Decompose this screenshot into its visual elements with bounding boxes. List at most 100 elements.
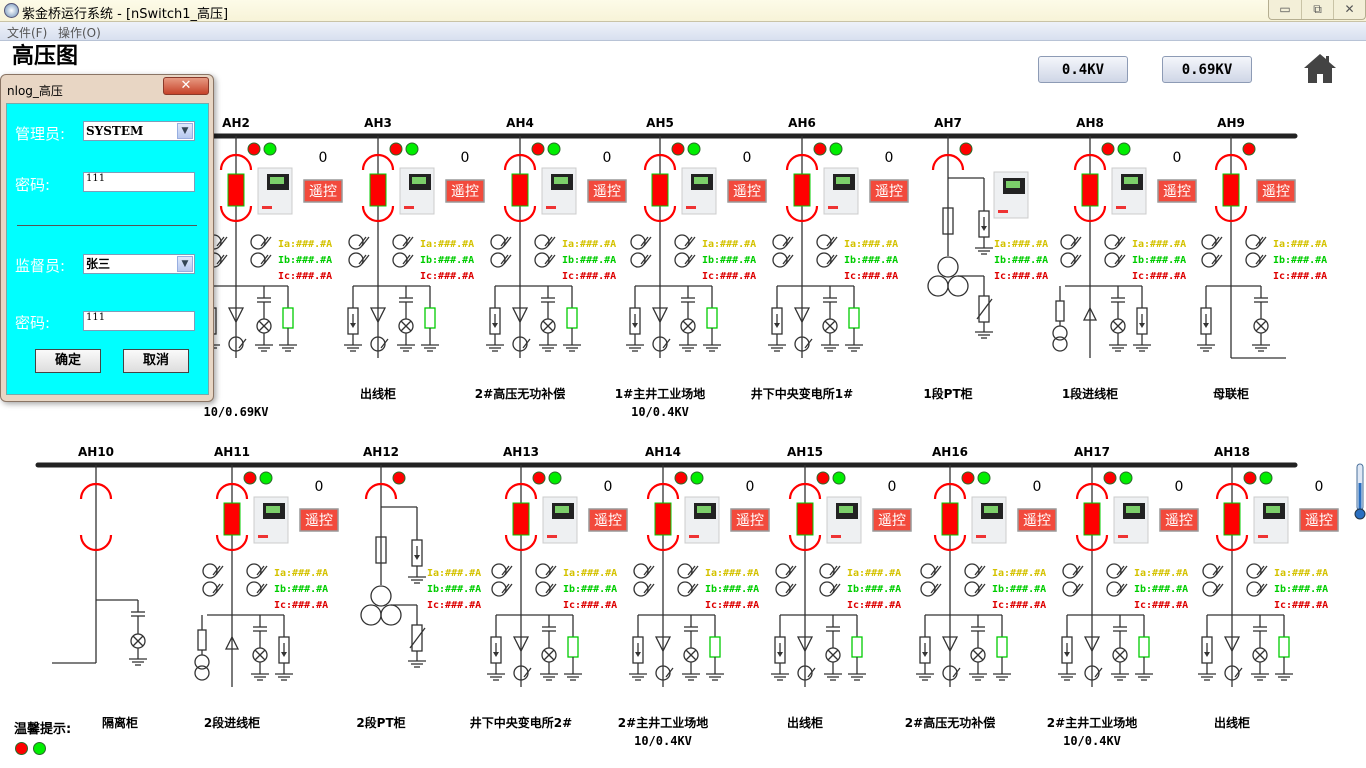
supervisor-password-input[interactable]: 111 — [83, 311, 195, 331]
wire — [1114, 649, 1126, 661]
remote-control-button[interactable]: 遥控 — [1299, 508, 1339, 532]
wire — [263, 236, 272, 247]
remote-button-label[interactable]: 遥控 — [451, 184, 479, 200]
remote-button-label[interactable]: 遥控 — [305, 513, 333, 529]
remote-control-button[interactable]: 遥控 — [1157, 179, 1197, 203]
arrow — [1204, 652, 1210, 657]
remote-control-button[interactable]: 遥控 — [869, 179, 909, 203]
chevron-down-icon[interactable]: ▼ — [177, 123, 193, 139]
remote-button-bg[interactable] — [1157, 179, 1197, 203]
wire — [933, 583, 942, 594]
resistor-icon — [282, 307, 294, 329]
zero-seq-ct-icon — [797, 665, 813, 681]
supervisor-select[interactable]: 张三 ▼ — [83, 254, 195, 274]
cabinet-ah5: AH50遥控Ia:###.#AIb:###.#AIc:###.#A1#主井工业场… — [615, 116, 767, 419]
remote-button-bg[interactable] — [1299, 508, 1339, 532]
kv-0.69-button[interactable]: 0.69KV — [1162, 56, 1252, 83]
ia-reading: Ia:###.#A — [1274, 568, 1328, 579]
remote-button-label[interactable]: 遥控 — [1163, 184, 1191, 200]
protection-relay-icon — [1111, 167, 1147, 215]
menu-file[interactable]: 文件(F) — [7, 26, 48, 40]
wire — [545, 583, 554, 594]
remote-control-button[interactable]: 遥控 — [730, 508, 770, 532]
remote-control-button[interactable]: 遥控 — [587, 179, 627, 203]
ct-circle — [491, 563, 507, 579]
wire — [547, 236, 556, 247]
arrow — [1203, 323, 1209, 328]
remote-button-bg[interactable] — [1159, 508, 1199, 532]
ct-circle — [392, 234, 408, 250]
admin-password-input[interactable]: 111 — [83, 172, 195, 192]
remote-button-label[interactable]: 遥控 — [309, 184, 337, 200]
remote-control-button[interactable]: 遥控 — [1017, 508, 1057, 532]
remote-control-button[interactable]: 遥控 — [1159, 508, 1199, 532]
resistor-icon — [851, 636, 863, 658]
ok-button[interactable]: 确定 — [35, 349, 101, 373]
remote-control-button[interactable]: 遥控 — [299, 508, 339, 532]
breaker-contact-top — [1073, 153, 1107, 171]
breaker-contact-top — [788, 482, 822, 500]
breaker-contact-top — [1215, 482, 1249, 500]
remote-button-bg[interactable] — [1256, 179, 1296, 203]
remote-button-bg[interactable] — [869, 179, 909, 203]
remote-control-button[interactable]: 遥控 — [1256, 179, 1296, 203]
remote-control-button[interactable]: 遥控 — [727, 179, 767, 203]
dialog-close-button[interactable]: ✕ — [163, 77, 209, 95]
remote-button-bg[interactable] — [303, 179, 343, 203]
minimize-button[interactable]: ▭ — [1279, 2, 1291, 16]
ib-reading: Ib:###.#A — [427, 584, 481, 595]
relay-display — [554, 177, 568, 184]
remote-button-bg[interactable] — [872, 508, 912, 532]
remote-control-button[interactable]: 遥控 — [445, 179, 485, 203]
remote-button-label[interactable]: 遥控 — [1305, 513, 1333, 529]
wire — [640, 236, 649, 247]
ct-circle — [1060, 234, 1076, 250]
remote-button-label[interactable]: 遥控 — [1165, 513, 1193, 529]
remote-button-label[interactable]: 遥控 — [736, 513, 764, 529]
ground-icon — [129, 655, 147, 666]
remote-button-label[interactable]: 遥控 — [875, 184, 903, 200]
remote-button-bg[interactable] — [730, 508, 770, 532]
remote-button-label[interactable]: 遥控 — [733, 184, 761, 200]
relay-display — [836, 177, 850, 184]
ib-reading: Ib:###.#A — [702, 255, 756, 266]
chevron-down-icon[interactable]: ▼ — [177, 256, 193, 272]
wire — [1254, 649, 1266, 661]
wire — [785, 565, 794, 576]
admin-select[interactable]: SYSTEM ▼ — [83, 121, 195, 141]
ic-reading: Ic:###.#A — [563, 600, 617, 611]
indicator-lamp-icon — [825, 647, 841, 663]
remote-button-label[interactable]: 遥控 — [593, 184, 621, 200]
remote-button-label[interactable]: 遥控 — [1023, 513, 1051, 529]
remote-button-label[interactable]: 遥控 — [1262, 184, 1290, 200]
remote-control-button[interactable]: 遥控 — [872, 508, 912, 532]
indicator-lamp-icon — [540, 318, 556, 334]
remote-control-button[interactable]: 遥控 — [588, 508, 628, 532]
remote-button-bg[interactable] — [587, 179, 627, 203]
kv-0.4-button[interactable]: 0.4KV — [1038, 56, 1128, 83]
ground-icon — [824, 670, 842, 681]
cabinet-id: AH14 — [645, 445, 681, 459]
menu-operate[interactable]: 操作(O) — [58, 26, 101, 40]
remote-button-label[interactable]: 遥控 — [878, 513, 906, 529]
relay-label — [1258, 535, 1268, 538]
close-button[interactable]: ✕ — [1333, 0, 1365, 19]
home-icon[interactable] — [1302, 52, 1338, 84]
remote-button-bg[interactable] — [588, 508, 628, 532]
remote-button-bg[interactable] — [1017, 508, 1057, 532]
surge-triangle-icon — [512, 636, 530, 653]
remote-button-label[interactable]: 遥控 — [594, 513, 622, 529]
wire — [256, 583, 265, 594]
cancel-button[interactable]: 取消 — [123, 349, 189, 373]
ia-reading: Ia:###.#A — [1134, 568, 1188, 579]
remote-button-bg[interactable] — [727, 179, 767, 203]
cabinet-value: 0 — [1175, 479, 1184, 495]
remote-button-bg[interactable] — [299, 508, 339, 532]
legend-label: 温馨提示: — [14, 722, 72, 737]
circuit-breaker — [941, 502, 959, 536]
restore-button[interactable]: ⧉ — [1301, 0, 1333, 19]
remote-control-button[interactable]: 遥控 — [303, 179, 343, 203]
remote-button-bg[interactable] — [445, 179, 485, 203]
ia-reading: Ia:###.#A — [847, 568, 901, 579]
cabinet-ah4: AH40遥控Ia:###.#AIb:###.#AIc:###.#A2#高压无功补… — [475, 116, 627, 401]
